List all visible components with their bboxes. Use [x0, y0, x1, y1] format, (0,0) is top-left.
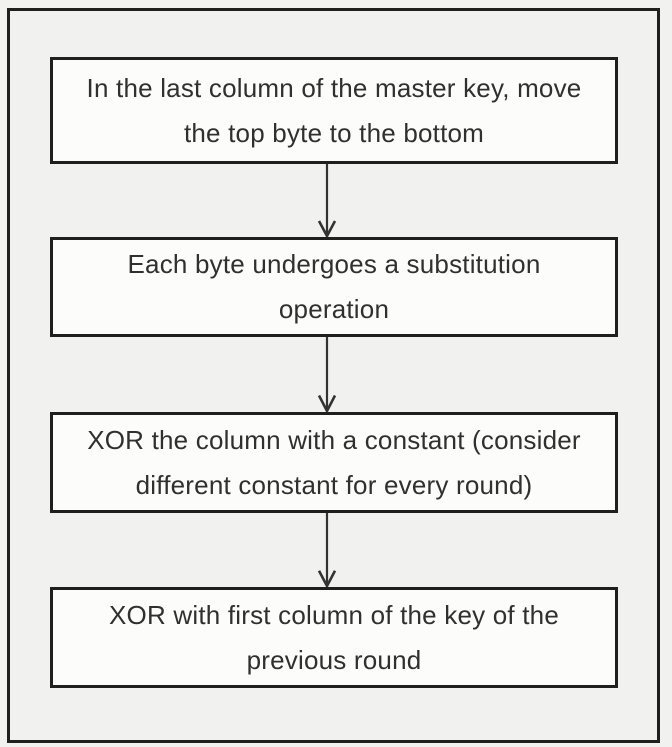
- flow-step-3: XOR the column with a constant (consider…: [50, 412, 618, 513]
- flow-step-4-text-line2: previous round: [246, 644, 422, 675]
- flow-step-1: In the last column of the master key, mo…: [50, 57, 618, 164]
- flow-step-1-text-line1: In the last column of the master key, mo…: [86, 72, 582, 103]
- flow-step-3-text-line2: different constant for every round): [135, 469, 533, 500]
- flow-step-3-text-line1: XOR the column with a constant (consider: [87, 424, 581, 455]
- diagram-frame: [7, 8, 660, 743]
- arrow-down-icon: [315, 164, 339, 238]
- flow-step-4: XOR with first column of the key of the …: [50, 587, 618, 688]
- flow-step-2: Each byte undergoes a substitution opera…: [50, 237, 618, 337]
- flow-step-4-text-line1: XOR with first column of the key of the: [109, 599, 559, 630]
- arrow-down-icon: [315, 337, 339, 413]
- flow-step-2-text-line1: Each byte undergoes a substitution: [127, 249, 541, 279]
- flow-step-2-text-line2: operation: [278, 294, 390, 324]
- flow-step-1-text-line2: the top byte to the bottom: [183, 117, 485, 148]
- arrow-down-icon: [315, 513, 339, 588]
